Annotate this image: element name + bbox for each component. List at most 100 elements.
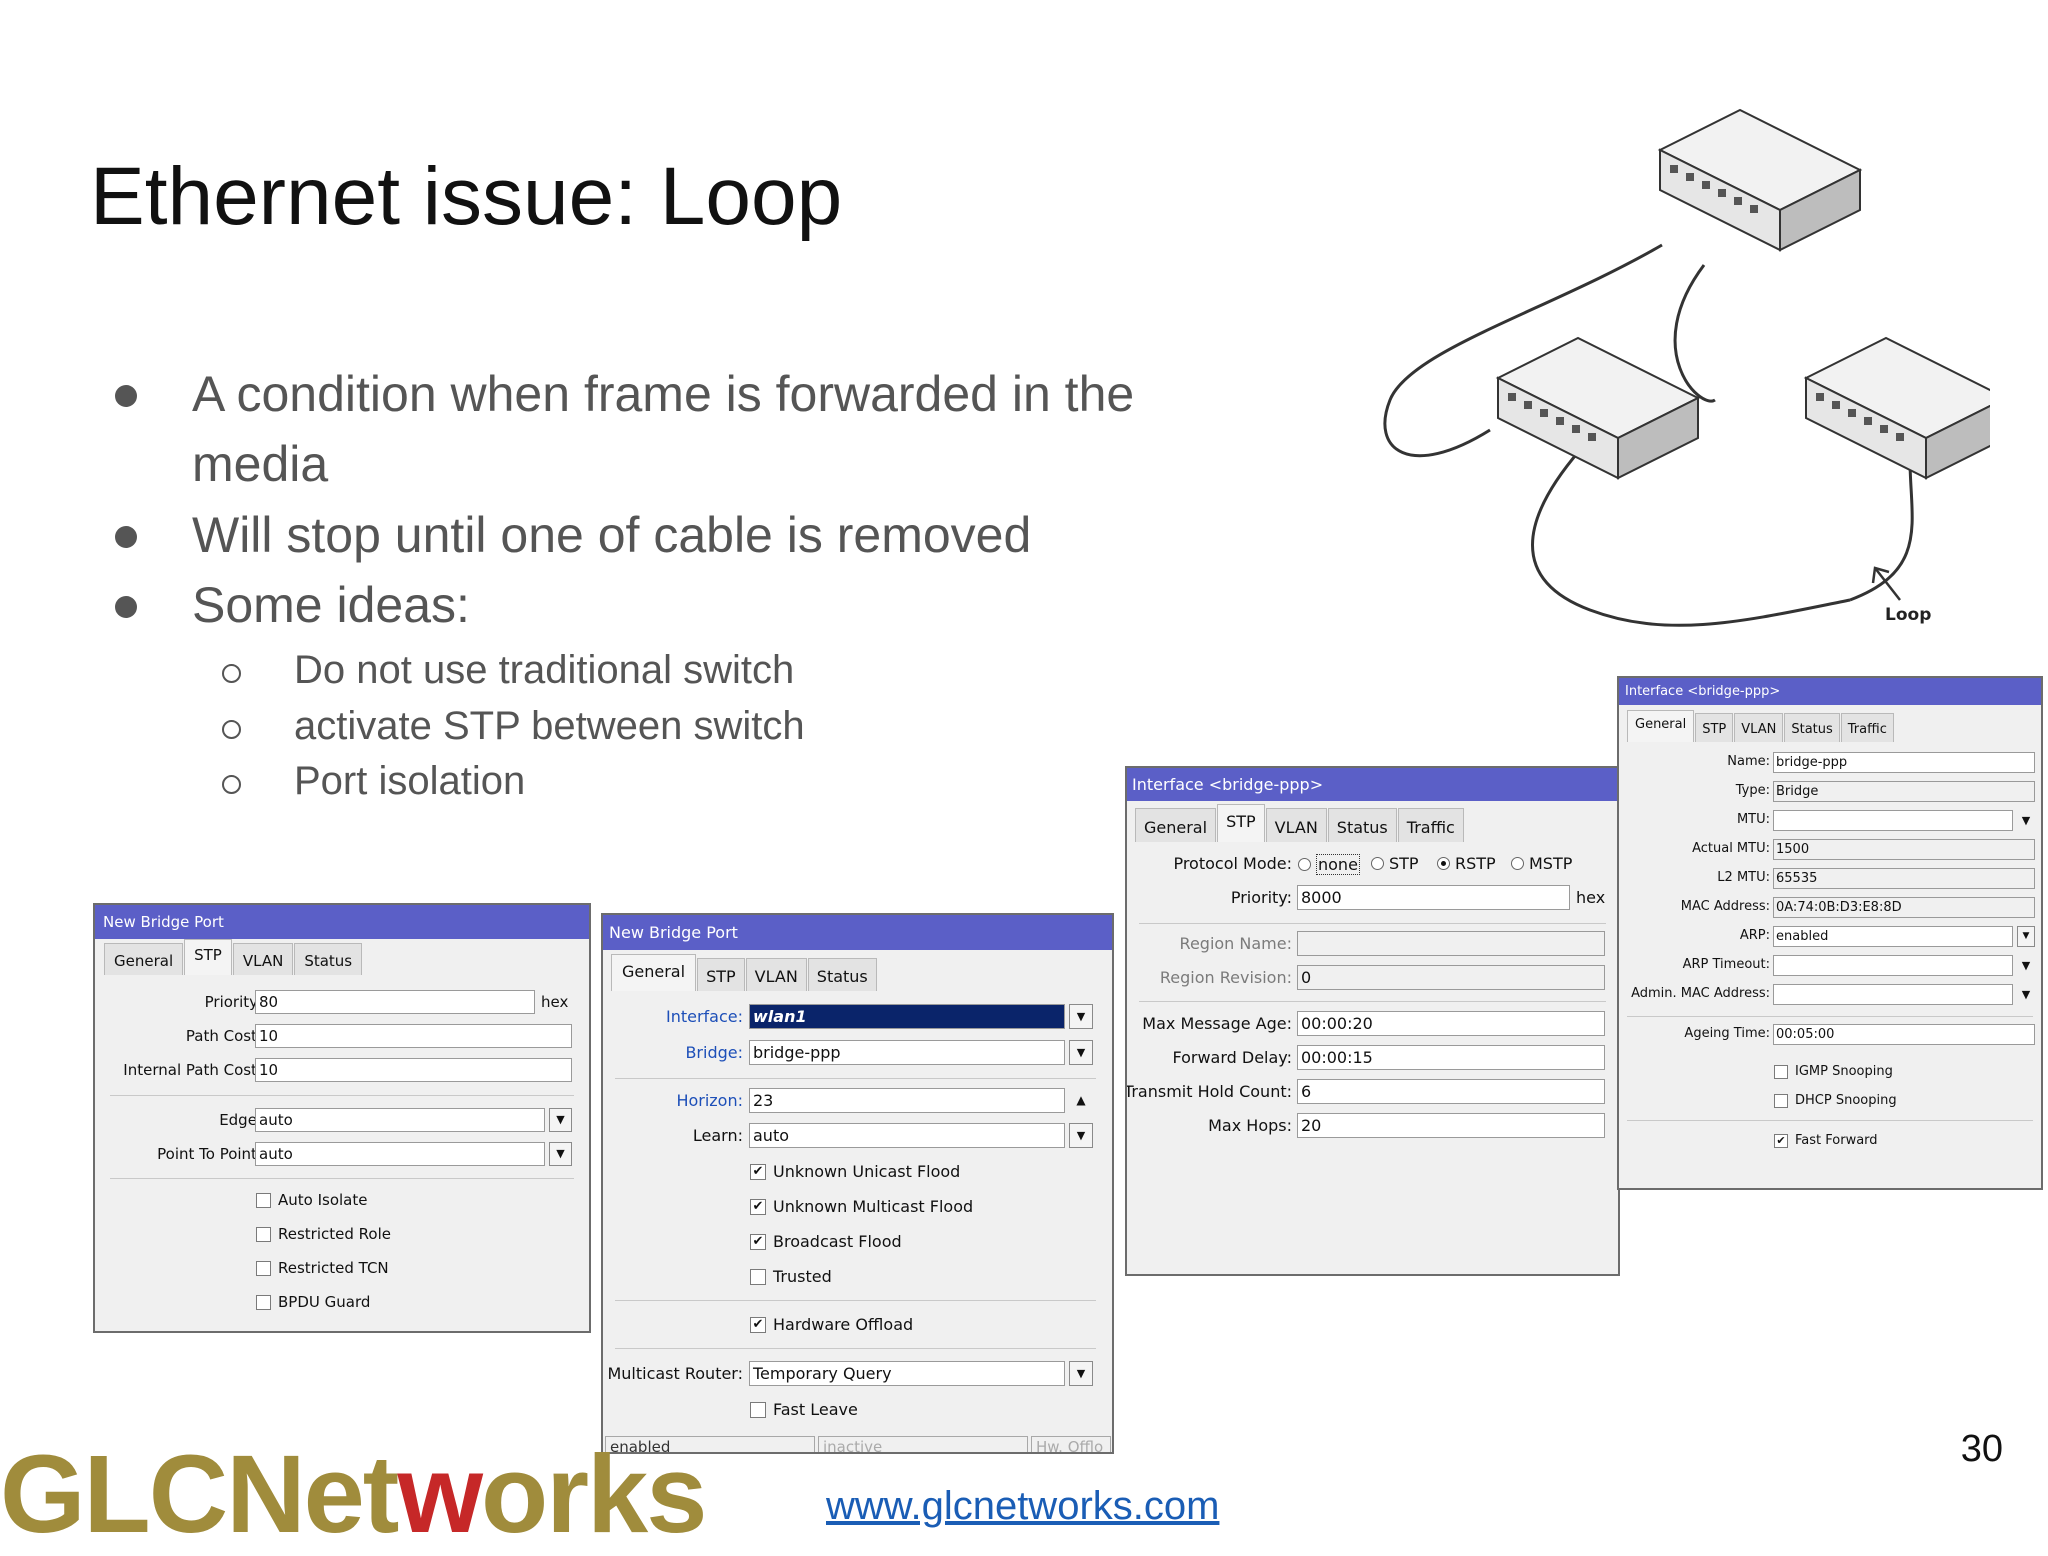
trusted-checkbox[interactable]: Trusted — [750, 1267, 832, 1286]
unknown-multicast-flood-checkbox[interactable]: ✔ Unknown Multicast Flood — [750, 1197, 973, 1216]
tab-status[interactable]: Status — [1327, 808, 1397, 842]
checkbox-box[interactable] — [750, 1268, 766, 1285]
tab-status[interactable]: Status — [1784, 713, 1840, 742]
separator — [1627, 1016, 2033, 1017]
radio-circle[interactable] — [1437, 857, 1450, 870]
tab-stp[interactable]: STP — [697, 958, 745, 991]
interface-dropdown-icon[interactable]: ▼ — [1069, 1004, 1093, 1029]
max-message-age-input[interactable]: 00:00:20 — [1297, 1011, 1605, 1036]
point-to-point-select[interactable]: auto — [255, 1142, 545, 1166]
arp-timeout-input[interactable] — [1773, 955, 2013, 976]
tab-stp[interactable]: STP — [1217, 804, 1265, 842]
checkbox-box[interactable]: ✔ — [1774, 1133, 1788, 1148]
tab-stp[interactable]: STP — [184, 939, 232, 975]
glcnetworks-logo: GLCNetworks — [0, 1440, 707, 1550]
point-to-point-dropdown-icon[interactable]: ▼ — [549, 1142, 572, 1166]
arp-dropdown-icon[interactable]: ▼ — [2017, 926, 2035, 947]
checkbox-box[interactable]: ✔ — [750, 1233, 766, 1250]
checkbox-label: IGMP Snooping — [1795, 1064, 1893, 1079]
path-cost-input[interactable]: 10 — [255, 1024, 572, 1048]
checkbox-box[interactable] — [256, 1294, 271, 1310]
tab-general[interactable]: General — [104, 943, 184, 975]
tab-general[interactable]: General — [611, 954, 697, 991]
priority-input[interactable]: 8000 — [1297, 885, 1570, 910]
actual-mtu-label: Actual MTU: — [1692, 841, 1770, 856]
checkbox-label: Auto Isolate — [278, 1191, 368, 1209]
broadcast-flood-checkbox[interactable]: ✔ Broadcast Flood — [750, 1232, 902, 1251]
separator — [110, 1095, 574, 1096]
website-link[interactable]: www.glcnetworks.com — [826, 1484, 1220, 1528]
radio-circle[interactable] — [1511, 857, 1524, 870]
tab-vlan[interactable]: VLAN — [232, 943, 294, 975]
tab-traffic[interactable]: Traffic — [1397, 808, 1464, 842]
tab-vlan[interactable]: VLAN — [1265, 808, 1327, 842]
tab-vlan[interactable]: VLAN — [1734, 713, 1784, 742]
region-revision-input[interactable]: 0 — [1297, 965, 1605, 990]
region-name-input[interactable] — [1297, 931, 1605, 956]
bridge-select[interactable]: bridge-ppp — [749, 1040, 1065, 1065]
transmit-hold-count-input[interactable]: 6 — [1297, 1079, 1605, 1104]
separator — [615, 1300, 1096, 1301]
priority-input[interactable]: 80 — [255, 990, 535, 1014]
fast-forward-checkbox[interactable]: ✔ Fast Forward — [1774, 1133, 1878, 1148]
checkbox-box[interactable] — [1774, 1093, 1788, 1108]
protocol-mode-label: Protocol Mode: — [1173, 854, 1292, 873]
protocol-rstp-radio[interactable]: RSTP — [1437, 854, 1496, 873]
checkbox-box[interactable] — [750, 1401, 766, 1418]
bpdu-guard-checkbox[interactable]: BPDU Guard — [256, 1293, 370, 1311]
radio-circle[interactable] — [1298, 858, 1311, 871]
arp-timeout-label: ARP Timeout: — [1682, 957, 1770, 972]
admin-mac-input[interactable] — [1773, 984, 2013, 1005]
transmit-hold-count-label: Transmit Hold Count: — [1125, 1082, 1292, 1101]
checkbox-label: Fast Forward — [1795, 1133, 1878, 1148]
learn-select[interactable]: auto — [749, 1123, 1065, 1148]
protocol-stp-radio[interactable]: STP — [1371, 854, 1419, 873]
checkbox-box[interactable] — [1774, 1064, 1788, 1079]
checkbox-box[interactable]: ✔ — [750, 1163, 766, 1180]
horizon-input[interactable]: 23 — [749, 1088, 1065, 1113]
tab-status[interactable]: Status — [807, 958, 877, 991]
mtu-input[interactable] — [1773, 810, 2013, 831]
checkbox-box[interactable] — [256, 1260, 271, 1276]
multicast-router-dropdown-icon[interactable]: ▼ — [1069, 1361, 1093, 1386]
dhcp-snooping-checkbox[interactable]: DHCP Snooping — [1774, 1093, 1897, 1108]
ageing-time-input[interactable]: 00:05:00 — [1773, 1024, 2035, 1045]
checkbox-box[interactable] — [256, 1226, 271, 1242]
hardware-offload-checkbox[interactable]: ✔ Hardware Offload — [750, 1315, 913, 1334]
edge-dropdown-icon[interactable]: ▼ — [549, 1108, 572, 1132]
name-input[interactable]: bridge-ppp — [1773, 752, 2035, 773]
radio-circle[interactable] — [1371, 857, 1384, 870]
checkbox-box[interactable]: ✔ — [750, 1198, 766, 1215]
tab-stp[interactable]: STP — [1695, 713, 1734, 742]
edge-select[interactable]: auto — [255, 1108, 545, 1132]
internal-path-cost-input[interactable]: 10 — [255, 1058, 572, 1082]
restricted-role-checkbox[interactable]: Restricted Role — [256, 1225, 391, 1243]
collapse-arrow-icon[interactable]: ▲ — [1076, 1093, 1086, 1107]
tab-traffic[interactable]: Traffic — [1840, 713, 1894, 742]
checkbox-box[interactable]: ✔ — [750, 1316, 766, 1333]
max-hops-input[interactable]: 20 — [1297, 1113, 1605, 1138]
fast-leave-checkbox[interactable]: Fast Leave — [750, 1400, 858, 1419]
admin-mac-dropdown-icon[interactable]: ▼ — [2021, 988, 2031, 1001]
sub-bullet-text: Port isolation — [294, 759, 526, 803]
tab-status[interactable]: Status — [294, 943, 363, 975]
restricted-tcn-checkbox[interactable]: Restricted TCN — [256, 1259, 389, 1277]
checkbox-label: Restricted Role — [278, 1225, 391, 1243]
interface-select[interactable]: wlan1 — [749, 1004, 1065, 1029]
arp-timeout-dropdown-icon[interactable]: ▼ — [2021, 959, 2031, 972]
tab-vlan[interactable]: VLAN — [745, 958, 807, 991]
protocol-mstp-radio[interactable]: MSTP — [1511, 854, 1572, 873]
protocol-none-radio[interactable]: none — [1298, 854, 1360, 875]
auto-isolate-checkbox[interactable]: Auto Isolate — [256, 1191, 367, 1209]
multicast-router-select[interactable]: Temporary Query — [749, 1361, 1065, 1386]
learn-dropdown-icon[interactable]: ▼ — [1069, 1123, 1093, 1148]
bridge-dropdown-icon[interactable]: ▼ — [1069, 1040, 1093, 1065]
igmp-snooping-checkbox[interactable]: IGMP Snooping — [1774, 1064, 1893, 1079]
checkbox-box[interactable] — [256, 1192, 271, 1208]
unknown-unicast-flood-checkbox[interactable]: ✔ Unknown Unicast Flood — [750, 1162, 960, 1181]
tab-general[interactable]: General — [1135, 808, 1217, 842]
arp-select[interactable]: enabled — [1773, 926, 2013, 947]
tab-general[interactable]: General — [1627, 710, 1695, 742]
forward-delay-input[interactable]: 00:00:15 — [1297, 1045, 1605, 1070]
mtu-dropdown-icon[interactable]: ▼ — [2021, 814, 2031, 827]
